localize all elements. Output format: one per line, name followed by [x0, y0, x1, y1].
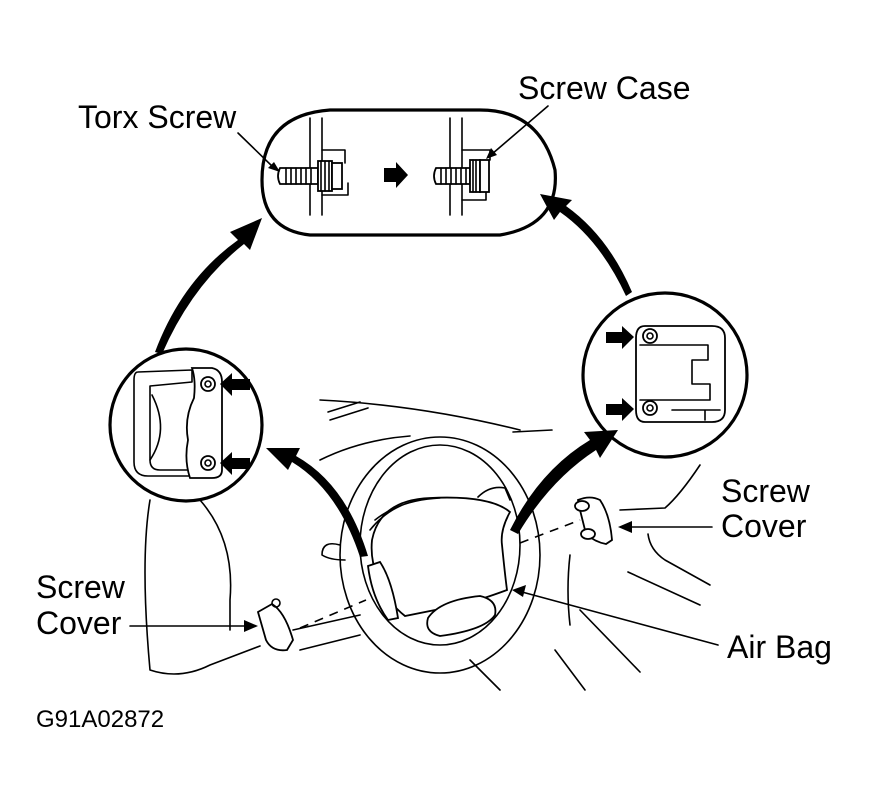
left-upper-screw-arrow — [220, 373, 250, 396]
arrow-wheel-to-right-circle — [510, 430, 618, 534]
right-upper-screw-arrow — [606, 326, 634, 349]
left-lower-screw-arrow — [220, 452, 250, 475]
right-lower-screw-arrow — [606, 398, 634, 421]
left-detail-circle — [108, 347, 264, 503]
label-screw-case: Screw Case — [518, 70, 691, 106]
steering-wheel-rim-inner — [359, 444, 521, 646]
screw-case-leader — [491, 105, 549, 155]
label-screw-cover-left-1: Screw — [36, 569, 126, 605]
torx-screw-leader — [237, 132, 275, 169]
torx-screw-after — [433, 117, 491, 216]
arrow-left-circle-to-oval — [155, 218, 262, 354]
label-torx-screw: Torx Screw — [78, 99, 237, 135]
arrow-right-circle-to-oval — [540, 194, 632, 296]
flow-arrows — [155, 194, 632, 557]
label-screw-cover-right-2: Cover — [721, 508, 807, 544]
label-screw-cover-right-1: Screw — [721, 473, 811, 509]
torx-screw-before — [277, 117, 349, 216]
arrow-wheel-to-left-circle — [266, 448, 368, 557]
right-bracket-callout — [581, 291, 749, 459]
detail-oval — [260, 108, 557, 237]
screw-cover-right-part — [519, 464, 711, 673]
steering-wheel-assembly — [292, 399, 586, 691]
steering-wheel-rim-outer — [339, 436, 541, 674]
figure-id-code: G91A02872 — [36, 706, 164, 733]
transition-arrow — [384, 162, 408, 188]
label-screw-cover-left-2: Cover — [36, 605, 122, 641]
screw-detail-callout — [260, 108, 557, 237]
right-detail-circle — [581, 291, 749, 459]
screw-cover-left-part — [144, 499, 367, 675]
left-bracket-callout — [108, 347, 264, 503]
label-air-bag: Air Bag — [727, 629, 832, 665]
air-bag-leader — [521, 591, 719, 646]
